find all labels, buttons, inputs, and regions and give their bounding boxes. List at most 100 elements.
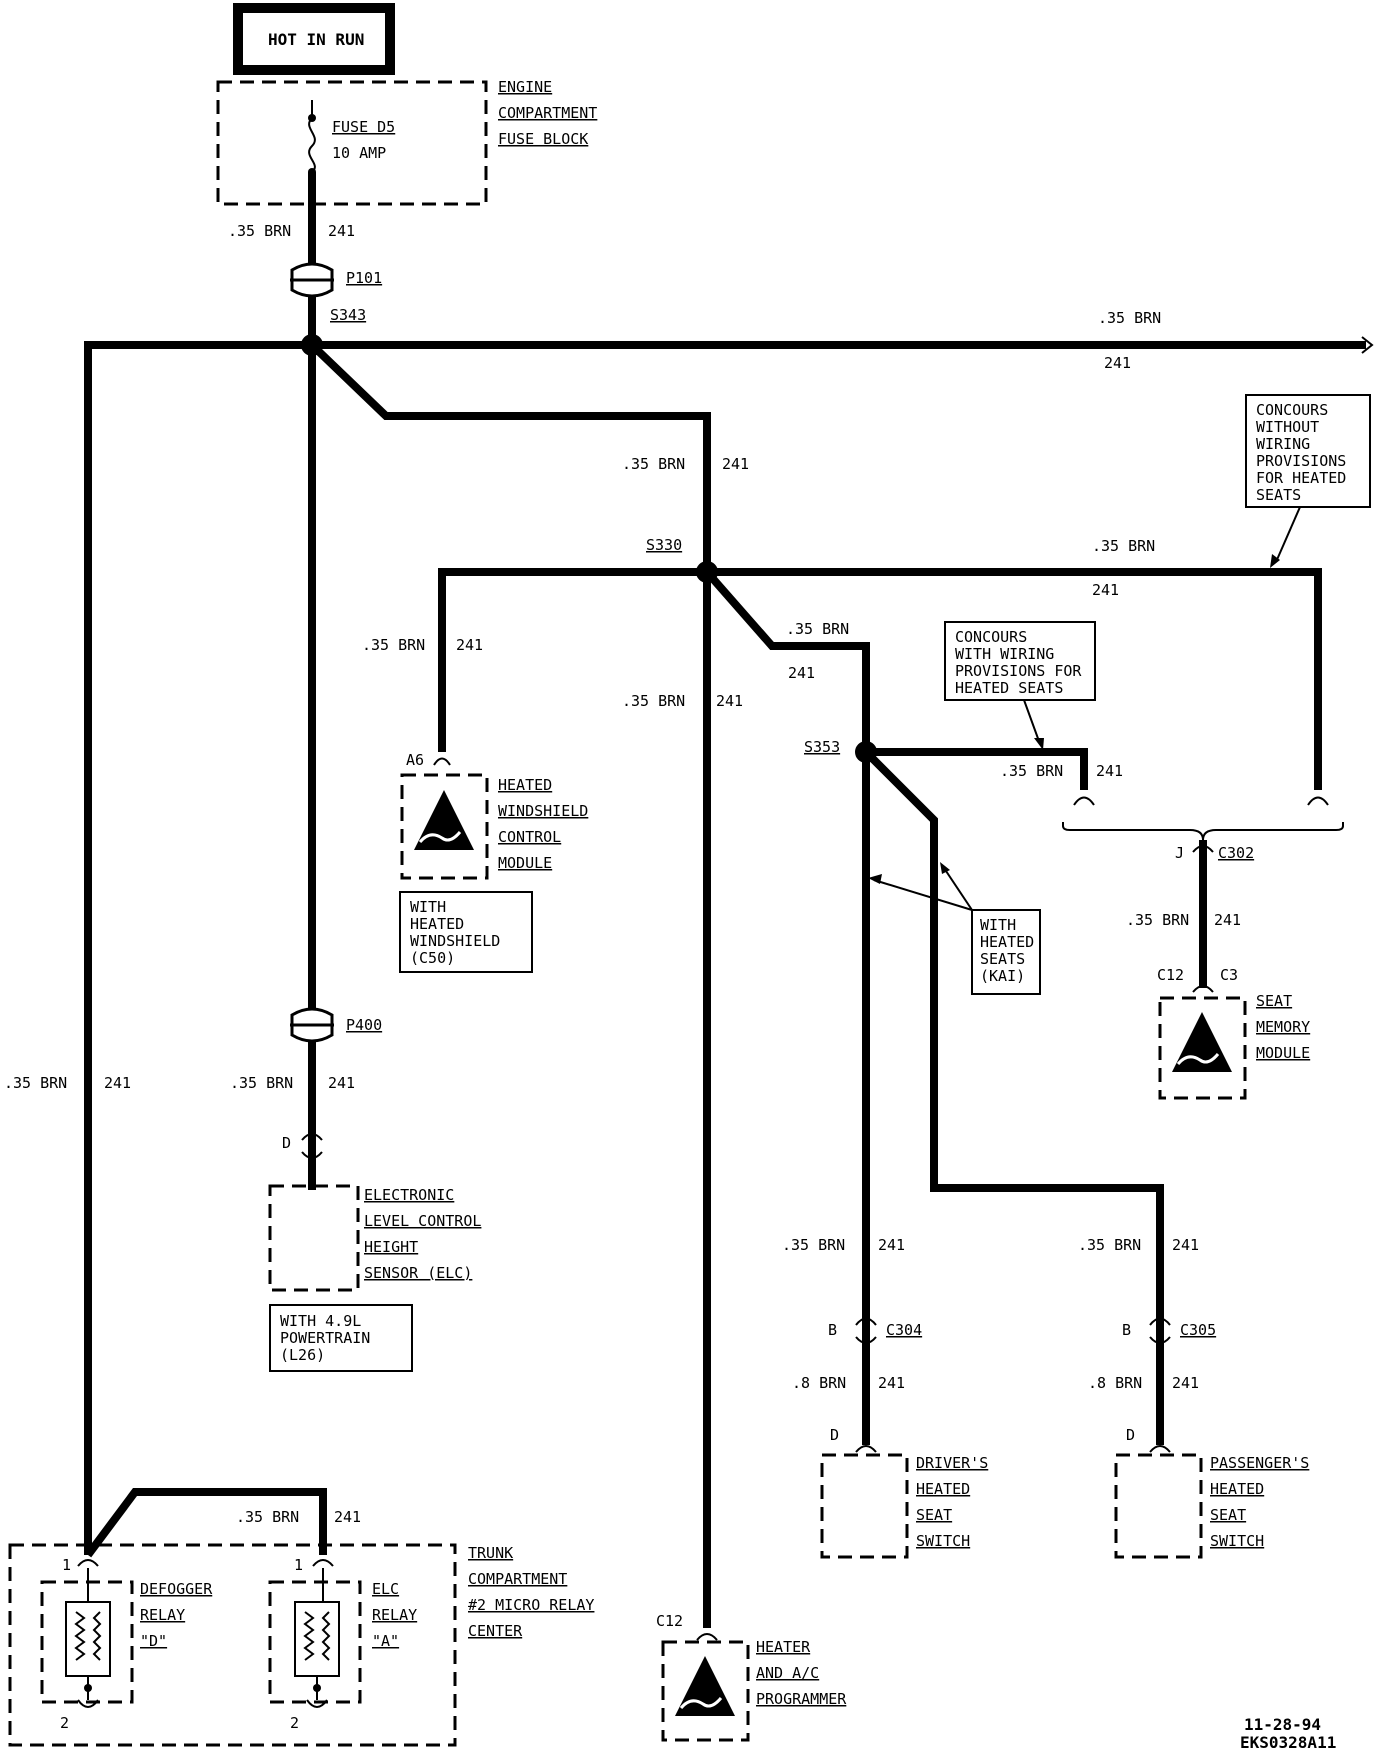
- svg-text:(L26): (L26): [280, 1346, 325, 1364]
- svg-text:C302: C302: [1218, 844, 1254, 862]
- svg-text:1: 1: [62, 1556, 71, 1574]
- svg-text:SWITCH: SWITCH: [1210, 1532, 1264, 1550]
- footer-code: 11-28-94 EKS0328A11: [1240, 1715, 1336, 1752]
- esd-icon: [675, 1656, 735, 1716]
- svg-text:241: 241: [722, 455, 749, 473]
- fuse-block-label-2: COMPARTMENT: [498, 104, 597, 122]
- svg-text:WIRING: WIRING: [1256, 435, 1310, 453]
- svg-text:DRIVER'S: DRIVER'S: [916, 1454, 988, 1472]
- svg-text:.8 BRN: .8 BRN: [792, 1374, 846, 1392]
- splice-s343: [301, 334, 323, 356]
- esd-icon: [414, 790, 474, 850]
- svg-text:241: 241: [1104, 354, 1131, 372]
- svg-text:WITH 4.9L: WITH 4.9L: [280, 1312, 361, 1330]
- svg-text:C3: C3: [1220, 966, 1238, 984]
- svg-text:.35 BRN: .35 BRN: [236, 1508, 299, 1526]
- svg-text:SEATS: SEATS: [1256, 486, 1301, 504]
- svg-text:.35 BRN: .35 BRN: [230, 1074, 293, 1092]
- svg-text:.35 BRN: .35 BRN: [1098, 309, 1161, 327]
- svg-text:MEMORY: MEMORY: [1256, 1018, 1310, 1036]
- svg-text:WITH: WITH: [980, 916, 1016, 934]
- seat-memory-module: SEAT MEMORY MODULE: [1158, 992, 1310, 1100]
- svg-text:S330: S330: [646, 536, 682, 554]
- note-with-49l: WITH 4.9L POWERTRAIN (L26): [269, 1304, 413, 1372]
- svg-text:.35 BRN: .35 BRN: [782, 1236, 845, 1254]
- svg-text:HEATED: HEATED: [410, 915, 464, 933]
- svg-text:SEAT: SEAT: [1256, 992, 1292, 1010]
- svg-text:WITH WIRING: WITH WIRING: [955, 645, 1054, 663]
- svg-text:WINDSHIELD: WINDSHIELD: [410, 932, 500, 950]
- connector-cups: [77, 757, 1329, 1641]
- svg-text:SENSOR (ELC): SENSOR (ELC): [364, 1264, 472, 1282]
- svg-text:(C50): (C50): [410, 949, 455, 967]
- svg-text:HEATED: HEATED: [498, 776, 552, 794]
- svg-text:D: D: [830, 1426, 839, 1444]
- svg-text:2: 2: [60, 1714, 69, 1732]
- hot-in-run-box: HOT IN RUN: [233, 3, 395, 75]
- svg-text:TRUNK: TRUNK: [468, 1544, 513, 1562]
- wires: [84, 172, 1374, 1628]
- svg-text:HEATED: HEATED: [1210, 1480, 1264, 1498]
- pass-through-p400: [290, 1007, 334, 1043]
- svg-text:S343: S343: [330, 306, 366, 324]
- svg-text:#2 MICRO RELAY: #2 MICRO RELAY: [468, 1596, 594, 1614]
- fuse-block-label-3: FUSE BLOCK: [498, 130, 588, 148]
- heated-windshield-module: HEATED WINDSHIELD CONTROL MODULE: [400, 773, 588, 880]
- svg-text:RELAY: RELAY: [372, 1606, 417, 1624]
- svg-text:.35 BRN: .35 BRN: [362, 636, 425, 654]
- svg-text:241: 241: [1096, 762, 1123, 780]
- svg-text:MODULE: MODULE: [498, 854, 552, 872]
- svg-text:2: 2: [290, 1714, 299, 1732]
- svg-text:WITHOUT: WITHOUT: [1256, 418, 1319, 436]
- svg-text:C304: C304: [886, 1321, 922, 1339]
- svg-text:POWERTRAIN: POWERTRAIN: [280, 1329, 370, 1347]
- trunk-micro-relay-center: TRUNK COMPARTMENT #2 MICRO RELAY CENTER …: [8, 1543, 594, 1747]
- svg-text:C12: C12: [1157, 966, 1184, 984]
- note-concours-without: CONCOURS WITHOUT WIRING PROVISIONS FOR H…: [1245, 394, 1371, 568]
- svg-text:"D": "D": [140, 1632, 167, 1650]
- svg-text:.35 BRN: .35 BRN: [622, 455, 685, 473]
- svg-text:D: D: [282, 1134, 291, 1152]
- svg-text:(KAI): (KAI): [980, 967, 1025, 985]
- heater-ac-programmer: HEATER AND A/C PROGRAMMER: [661, 1638, 847, 1742]
- svg-text:HEIGHT: HEIGHT: [364, 1238, 418, 1256]
- svg-text:.35 BRN: .35 BRN: [4, 1074, 67, 1092]
- drivers-heated-seat-switch: DRIVER'S HEATED SEAT SWITCH: [820, 1453, 988, 1559]
- svg-text:.35 BRN: .35 BRN: [228, 222, 291, 240]
- svg-text:P101: P101: [346, 269, 382, 287]
- svg-text:241: 241: [334, 1508, 361, 1526]
- footer-code-text: EKS0328A11: [1240, 1733, 1336, 1752]
- splice-s353: [855, 741, 877, 763]
- svg-text:CONCOURS: CONCOURS: [955, 628, 1027, 646]
- note-with-heated-windshield: WITH HEATED WINDSHIELD (C50): [399, 891, 533, 973]
- fuse-block-label-1: ENGINE: [498, 78, 552, 96]
- svg-text:RELAY: RELAY: [140, 1606, 185, 1624]
- svg-text:MODULE: MODULE: [1256, 1044, 1310, 1062]
- svg-text:241: 241: [1172, 1374, 1199, 1392]
- passengers-heated-seat-switch: PASSENGER'S HEATED SEAT SWITCH: [1114, 1453, 1309, 1559]
- svg-text:241: 241: [456, 636, 483, 654]
- svg-text:ELECTRONIC: ELECTRONIC: [364, 1186, 454, 1204]
- svg-text:241: 241: [328, 222, 355, 240]
- svg-text:241: 241: [716, 692, 743, 710]
- svg-text:CENTER: CENTER: [468, 1622, 523, 1640]
- svg-text:"A": "A": [372, 1632, 399, 1650]
- svg-text:.35 BRN: .35 BRN: [1092, 537, 1155, 555]
- elc-relay: ELC RELAY "A": [268, 1568, 417, 1708]
- svg-text:J: J: [1175, 844, 1184, 862]
- svg-text:B: B: [828, 1321, 837, 1339]
- svg-text:.35 BRN: .35 BRN: [1078, 1236, 1141, 1254]
- svg-text:241: 241: [1214, 911, 1241, 929]
- svg-text:.35 BRN: .35 BRN: [1126, 911, 1189, 929]
- svg-text:241: 241: [788, 664, 815, 682]
- svg-text:.35 BRN: .35 BRN: [1000, 762, 1063, 780]
- svg-text:HEATED: HEATED: [916, 1480, 970, 1498]
- svg-text:B: B: [1122, 1321, 1131, 1339]
- svg-text:COMPARTMENT: COMPARTMENT: [468, 1570, 567, 1588]
- svg-text:CONCOURS: CONCOURS: [1256, 401, 1328, 419]
- svg-text:.35 BRN: .35 BRN: [786, 620, 849, 638]
- engine-compartment-fuse-block: FUSE D5 10 AMP ENGINE COMPARTMENT FUSE B…: [216, 78, 597, 206]
- svg-text:PASSENGER'S: PASSENGER'S: [1210, 1454, 1309, 1472]
- svg-text:C305: C305: [1180, 1321, 1216, 1339]
